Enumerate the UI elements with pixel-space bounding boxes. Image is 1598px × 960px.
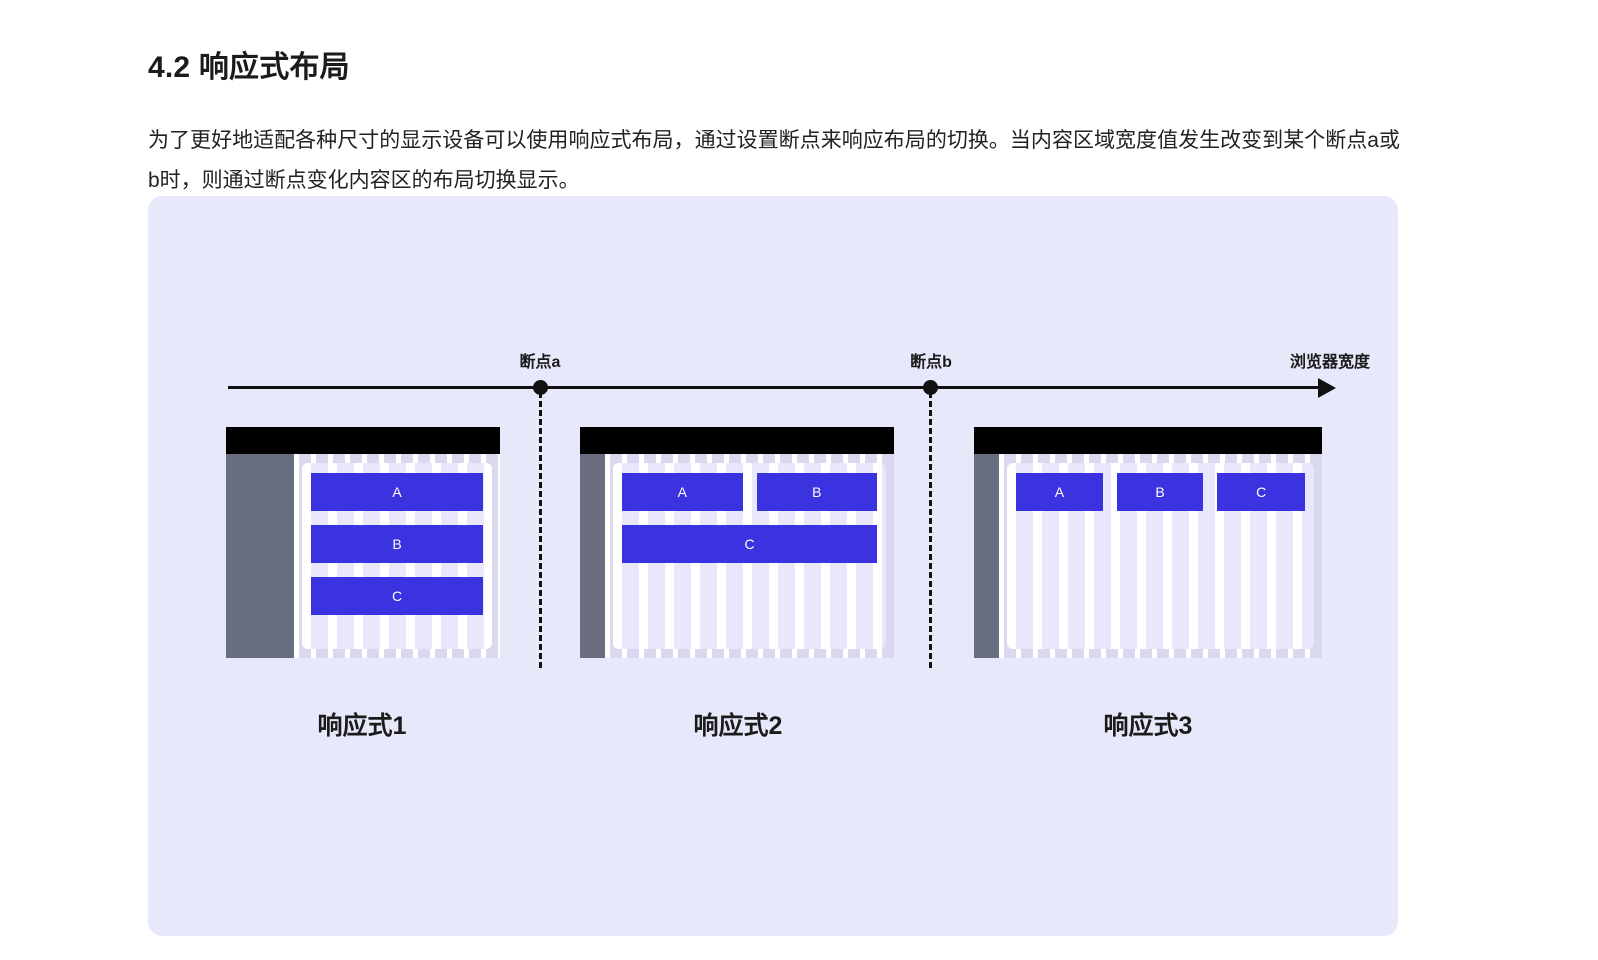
mock-1-topbar <box>226 427 500 454</box>
breakpoint-a-dashed-line <box>539 392 542 668</box>
layout-mock-3: A B C <box>974 427 1322 658</box>
mock-1-sidebar <box>226 454 294 658</box>
breakpoint-a-dot-icon <box>533 380 548 395</box>
block-c: C <box>311 577 483 615</box>
layout-mock-2: A B C <box>580 427 894 658</box>
mock-3-rows: A B C <box>1016 473 1305 511</box>
mock-2-panel: A B C <box>613 463 886 649</box>
responsive-layout-figure: 断点a 断点b 浏览器宽度 A B C <box>148 196 1398 936</box>
mock-3-topbar <box>974 427 1322 454</box>
block-a: A <box>1016 473 1103 511</box>
mock-1-row: C <box>311 577 483 615</box>
layout-mock-1: A B C <box>226 427 500 658</box>
mock-2-row: A B <box>622 473 877 511</box>
mock-2-rows: A B C <box>622 473 877 563</box>
mock-3-row: A B C <box>1016 473 1305 511</box>
mock-2-sidebar <box>580 454 605 658</box>
block-c: C <box>622 525 877 563</box>
block-c: C <box>1217 473 1305 511</box>
mock-3-body: A B C <box>974 454 1322 658</box>
layout-1-caption: 响应式1 <box>317 712 407 740</box>
block-a: A <box>622 473 743 511</box>
breakpoint-b-dot-icon <box>923 380 938 395</box>
mock-2-topbar <box>580 427 894 454</box>
breakpoint-b-dashed-line <box>929 392 932 668</box>
page-description: 为了更好地适配各种尺寸的显示设备可以使用响应式布局，通过设置断点来响应布局的切换… <box>148 129 1400 192</box>
mock-1-row: B <box>311 525 483 563</box>
mock-2-content-area: A B C <box>605 454 894 658</box>
mock-3-sidebar <box>974 454 999 658</box>
mock-2-body: A B C <box>580 454 894 658</box>
mock-3-content-area: A B C <box>999 454 1322 658</box>
block-b: B <box>311 525 483 563</box>
breakpoint-a-label: 断点a <box>519 354 561 371</box>
mock-1-body: A B C <box>226 454 500 658</box>
mock-1-content-area: A B C <box>294 454 500 658</box>
page-title: 4.2 响应式布局 <box>148 51 350 85</box>
browser-width-label: 浏览器宽度 <box>1289 354 1370 371</box>
block-a: A <box>311 473 483 511</box>
mock-3-panel: A B C <box>1007 463 1314 649</box>
mock-2-row: C <box>622 525 877 563</box>
breakpoint-b-label: 断点b <box>910 354 952 371</box>
mock-1-row: A <box>311 473 483 511</box>
block-b: B <box>1116 473 1204 511</box>
browser-width-axis <box>228 386 1321 389</box>
layout-2-caption: 响应式2 <box>693 712 783 740</box>
layout-3-caption: 响应式3 <box>1103 712 1193 740</box>
block-b: B <box>756 473 877 511</box>
axis-arrow-icon <box>1318 378 1336 398</box>
mock-1-rows: A B C <box>311 473 483 615</box>
mock-1-panel: A B C <box>302 463 492 649</box>
